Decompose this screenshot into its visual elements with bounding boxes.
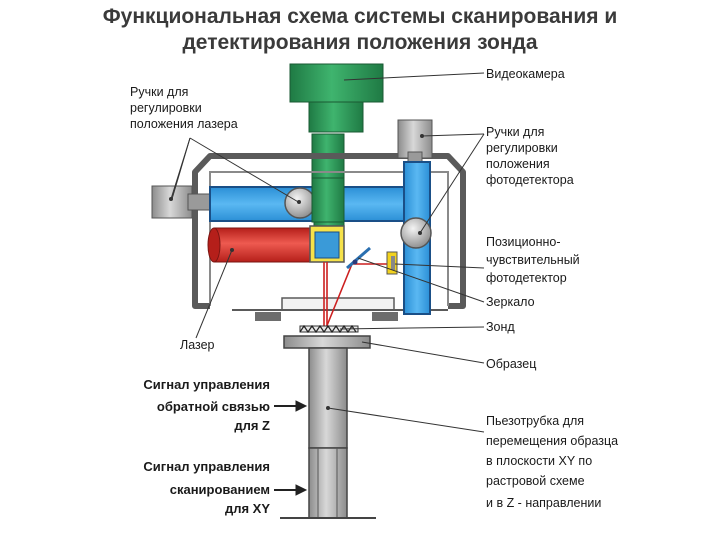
- signal-arrows: [274, 400, 308, 496]
- label-signal-xy-1: Сигнал управления: [143, 459, 270, 474]
- photodetector-adjust-knob: [397, 119, 433, 165]
- label-psd-3: фотодетектор: [486, 271, 567, 285]
- label-psd-2: чувствительный: [486, 253, 580, 267]
- label-signal-z-1: Сигнал управления: [143, 377, 270, 392]
- label-knobs-detector-2: регулировки: [486, 141, 558, 155]
- page-title: Функциональная схема системы сканировани…: [0, 4, 720, 56]
- label-signal-z-2: обратной связью: [157, 399, 270, 414]
- label-knobs-laser-3: положения лазера: [130, 117, 238, 131]
- label-signal-xy-2: сканированием: [170, 482, 270, 497]
- scanner-frame: [192, 153, 466, 309]
- label-laser: Лазер: [180, 338, 215, 352]
- label-knobs-detector-4: фотодетектора: [486, 173, 574, 187]
- sample-stage: [283, 335, 371, 349]
- label-knobs-laser-2: регулировки: [130, 101, 202, 115]
- label-knobs-laser-1: Ручки для: [130, 85, 188, 99]
- label-sample: Образец: [486, 357, 536, 371]
- leader-lines: [170, 72, 485, 433]
- label-probe: Зонд: [486, 320, 515, 334]
- position-sensitive-photodetector: [386, 251, 398, 275]
- label-videocamera: Видеокамера: [486, 67, 565, 81]
- laser-beam-path: [323, 262, 392, 329]
- label-piezo-4: растровой схеме: [486, 474, 585, 488]
- beam-knob-right: [400, 217, 432, 249]
- laser-adjust-knob: [151, 185, 211, 219]
- label-piezo-2: перемещения образца: [486, 434, 618, 448]
- label-piezo-3: в плоскости XY по: [486, 454, 592, 468]
- label-piezo-5: и в Z - направлении: [486, 496, 601, 510]
- label-knobs-detector-3: положения: [486, 157, 550, 171]
- title-line-2: детектирования положения зонда: [182, 31, 538, 54]
- piezo-tube: [280, 347, 376, 519]
- title-line-1: Функциональная схема системы сканировани…: [102, 5, 618, 28]
- label-signal-z-3: для Z: [234, 418, 270, 433]
- label-knobs-detector-1: Ручки для: [486, 125, 544, 139]
- laser: [207, 227, 311, 263]
- label-piezo-1: Пьезотрубка для: [486, 414, 584, 428]
- label-mirror: Зеркало: [486, 295, 535, 309]
- label-signal-xy-3: для XY: [225, 501, 270, 516]
- label-psd-1: Позиционно-: [486, 235, 561, 249]
